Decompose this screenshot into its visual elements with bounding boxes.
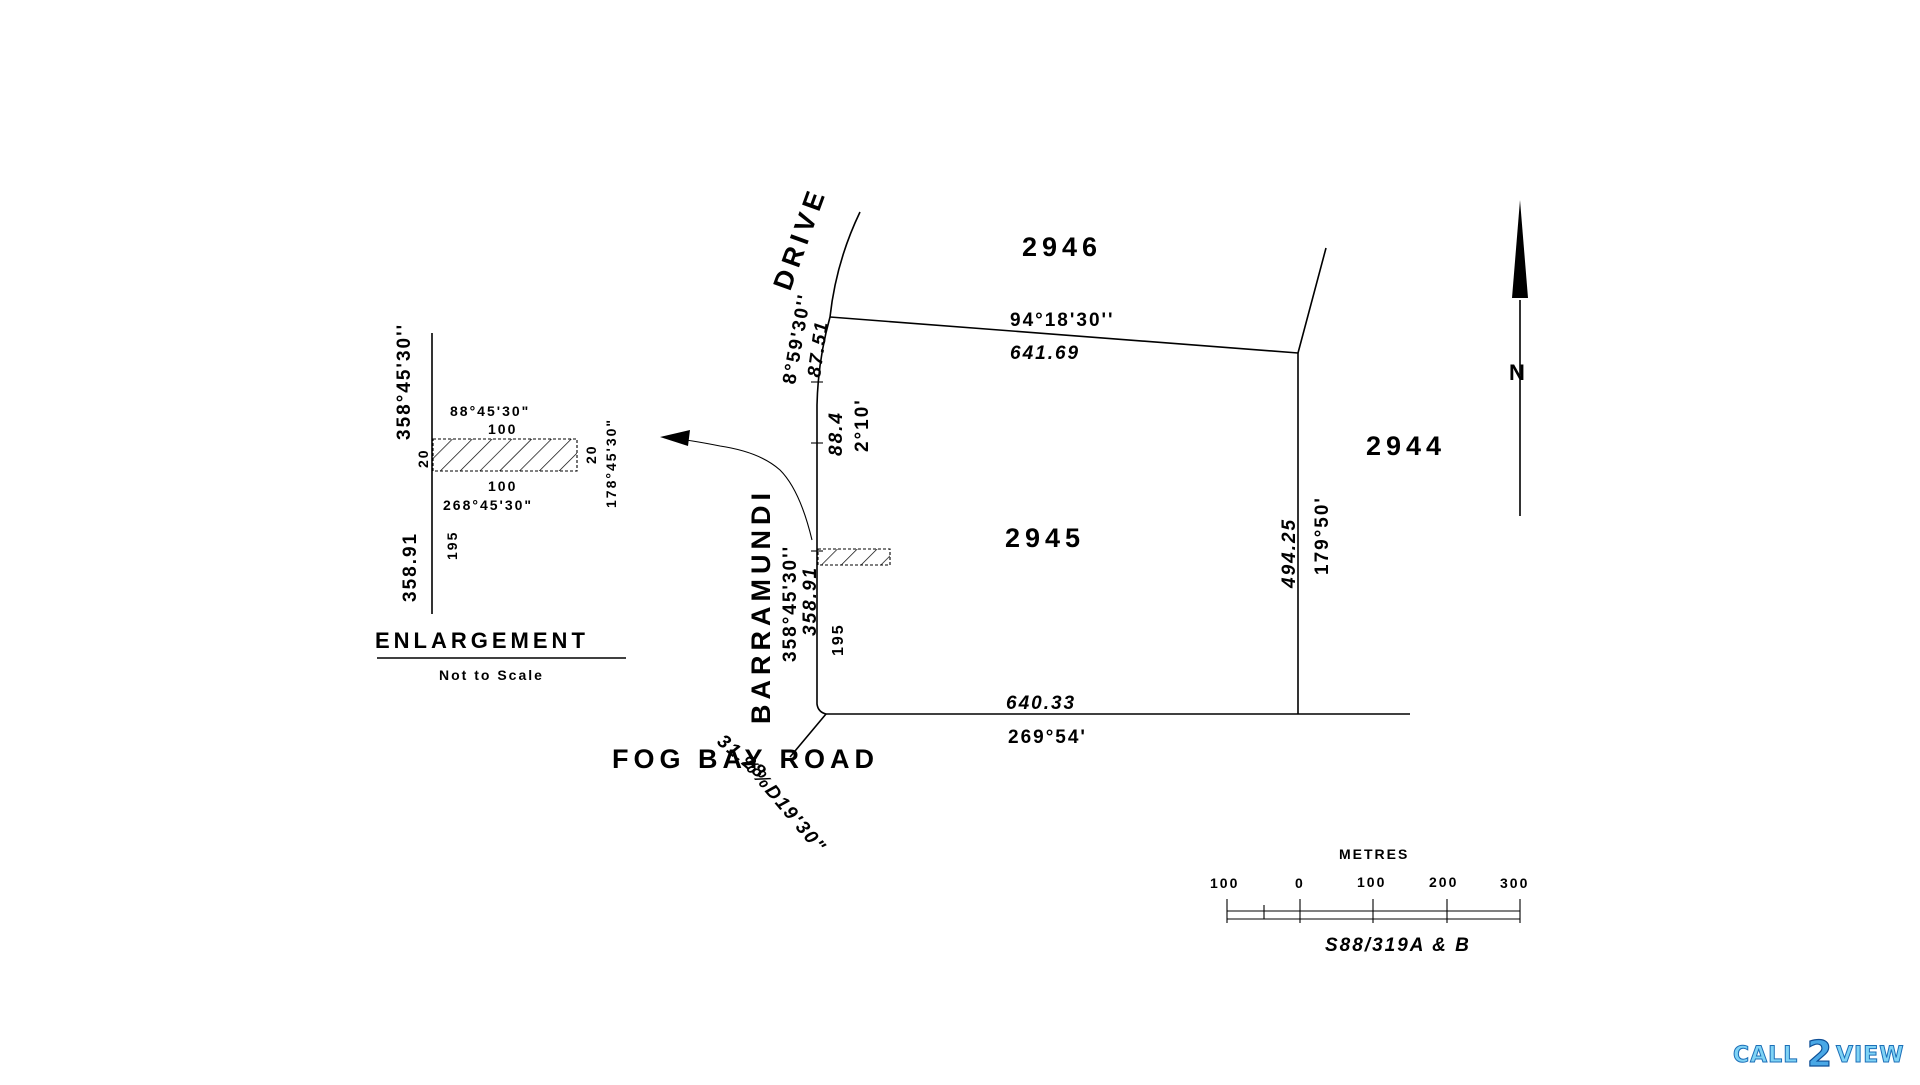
north-arrow-label: N: [1509, 360, 1525, 385]
enlargement-length-top: 100: [488, 421, 517, 437]
enlargement-bearing-right: 178°45'30": [603, 418, 619, 508]
scale-tick-label-4: 200: [1429, 874, 1458, 890]
north-bearing: 94°18'30'': [1010, 310, 1115, 331]
enlargement-width-right: 20: [583, 444, 599, 464]
road-drive: DRIVE: [767, 183, 832, 294]
east-boundary-extension: [1297, 247, 1327, 354]
south-bearing: 269°54': [1008, 727, 1087, 748]
scale-unit: METRES: [1339, 846, 1409, 862]
east-bearing: 179°50': [1312, 496, 1333, 575]
road-barramundi: BARRAMUNDI: [746, 488, 776, 724]
easement-hatch: [817, 548, 891, 566]
enlargement-line-distance: 358.91: [400, 532, 421, 602]
logo-text-middle: 2: [1807, 1034, 1832, 1075]
west-bearing-lower: 358°45'30'': [780, 545, 801, 662]
west-offset: 195: [830, 623, 847, 656]
scale-tick-label-1: 100: [1210, 875, 1239, 891]
lot-2945: 2945: [1005, 523, 1085, 553]
west-distance-mid: 88.4: [826, 411, 847, 456]
scale-tick-label-3: 100: [1357, 874, 1386, 890]
lot-2944: 2944: [1366, 431, 1446, 461]
enlargement-line-bearing: 358°45'30'': [394, 323, 415, 440]
west-distance-lower: 358.91: [800, 566, 821, 636]
north-boundary: [829, 316, 1299, 354]
enlargement-leader: [669, 437, 813, 541]
enlargement-bearing-bottom: 268°45'30": [443, 497, 533, 513]
scale-tick-label-2: 0: [1295, 875, 1305, 891]
north-distance: 641.69: [1010, 343, 1080, 364]
logo-text-right: VIEW: [1836, 1043, 1905, 1068]
road-fog-bay: FOG BAY ROAD: [612, 744, 879, 774]
enlargement-width-left: 20: [415, 448, 431, 468]
drive-curve: [829, 211, 861, 318]
west-boundary: [816, 316, 831, 715]
lot-2946: 2946: [1022, 232, 1102, 262]
logo-text-left: CALL: [1733, 1043, 1798, 1068]
leader-arrowhead: [660, 430, 690, 446]
scale-bar-graphic: [1226, 899, 1521, 923]
enlargement-offset: 195: [444, 531, 460, 560]
call2view-logo: CALL 2 VIEW: [1733, 1033, 1905, 1075]
enlargement-title: ENLARGEMENT: [375, 628, 589, 653]
north-arrow-head: [1512, 200, 1528, 298]
enlargement-bearing-top: 88°45'30": [450, 403, 530, 419]
plan-reference: S88/319A & B: [1325, 935, 1471, 956]
enlargement-length-bottom: 100: [488, 478, 517, 494]
south-distance: 640.33: [1006, 693, 1076, 714]
enlargement-subtitle: Not to Scale: [439, 667, 544, 683]
west-bearing-mid: 2°10': [852, 398, 873, 452]
corner-truncation: [789, 713, 827, 758]
scale-tick-label-5: 300: [1500, 875, 1529, 891]
enlargement-hatch: [432, 438, 578, 472]
east-distance: 494.25: [1279, 518, 1300, 589]
